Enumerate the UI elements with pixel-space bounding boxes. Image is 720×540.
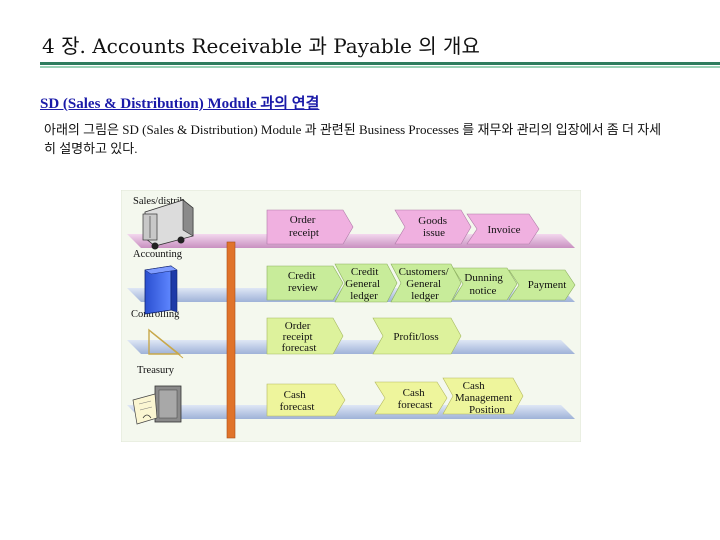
step-profit-loss-label: Profit/loss — [393, 331, 438, 343]
title-rule-light — [40, 66, 720, 68]
step-goods-issue — [394, 209, 472, 245]
step-cash-forecast-right-label: Cash forecast — [398, 387, 433, 411]
step-invoice — [466, 213, 540, 245]
process-diagram: Sales/distrib. Accounting Controlling Tr… — [121, 190, 581, 442]
row-label-sales: Sales/distrib. — [133, 196, 188, 207]
step-credit-general-ledger-label: Credit General ledger — [345, 266, 383, 302]
step-dunning-notice-label: Dunning notice — [464, 272, 505, 297]
step-payment-label: Payment — [528, 279, 567, 291]
step-cash-forecast-left — [266, 383, 346, 417]
timeline-bar — [226, 241, 236, 439]
step-order-receipt-forecast-label: Order receipt forecast — [282, 320, 317, 354]
step-cash-management-position — [442, 377, 524, 415]
binder-icon — [144, 265, 178, 315]
step-cash-forecast-right — [374, 381, 448, 415]
truck-icon — [142, 199, 194, 250]
step-order-receipt — [266, 209, 354, 245]
section-subtitle: SD (Sales & Distribution) Module 과의 연결 — [40, 96, 320, 112]
step-dunning-notice — [452, 267, 518, 301]
controlling-lane-band — [127, 340, 575, 354]
step-credit-general-ledger — [334, 263, 398, 303]
safe-icon — [132, 385, 182, 425]
step-credit-review — [266, 265, 344, 301]
step-order-receipt-label: Order receipt — [289, 214, 319, 239]
step-order-receipt-forecast — [266, 317, 344, 355]
step-payment — [508, 269, 576, 301]
step-cash-management-position-label: Cash Management Position — [455, 380, 515, 416]
step-goods-issue-label: Goods issue — [418, 215, 449, 239]
step-invoice-label: Invoice — [488, 224, 521, 236]
row-label-accounting: Accounting — [133, 249, 183, 260]
triangle-ruler-icon — [148, 328, 184, 359]
section-description: 아래의 그림은 SD (Sales & Distribution) Module… — [44, 122, 662, 156]
step-cash-forecast-left-label: Cash forecast — [280, 389, 315, 413]
step-customers-general-ledger — [390, 263, 462, 303]
row-label-treasury: Treasury — [137, 365, 175, 376]
row-label-controlling: Controlling — [131, 309, 180, 320]
page-title: 4 장. Accounts Receivable 과 Payable 의 개요 — [42, 34, 480, 58]
step-profit-loss — [372, 317, 462, 355]
step-customers-general-ledger-label: Customers/ General ledger — [399, 266, 452, 302]
title-rule — [40, 62, 720, 65]
step-credit-review-label: Credit review — [288, 270, 318, 294]
